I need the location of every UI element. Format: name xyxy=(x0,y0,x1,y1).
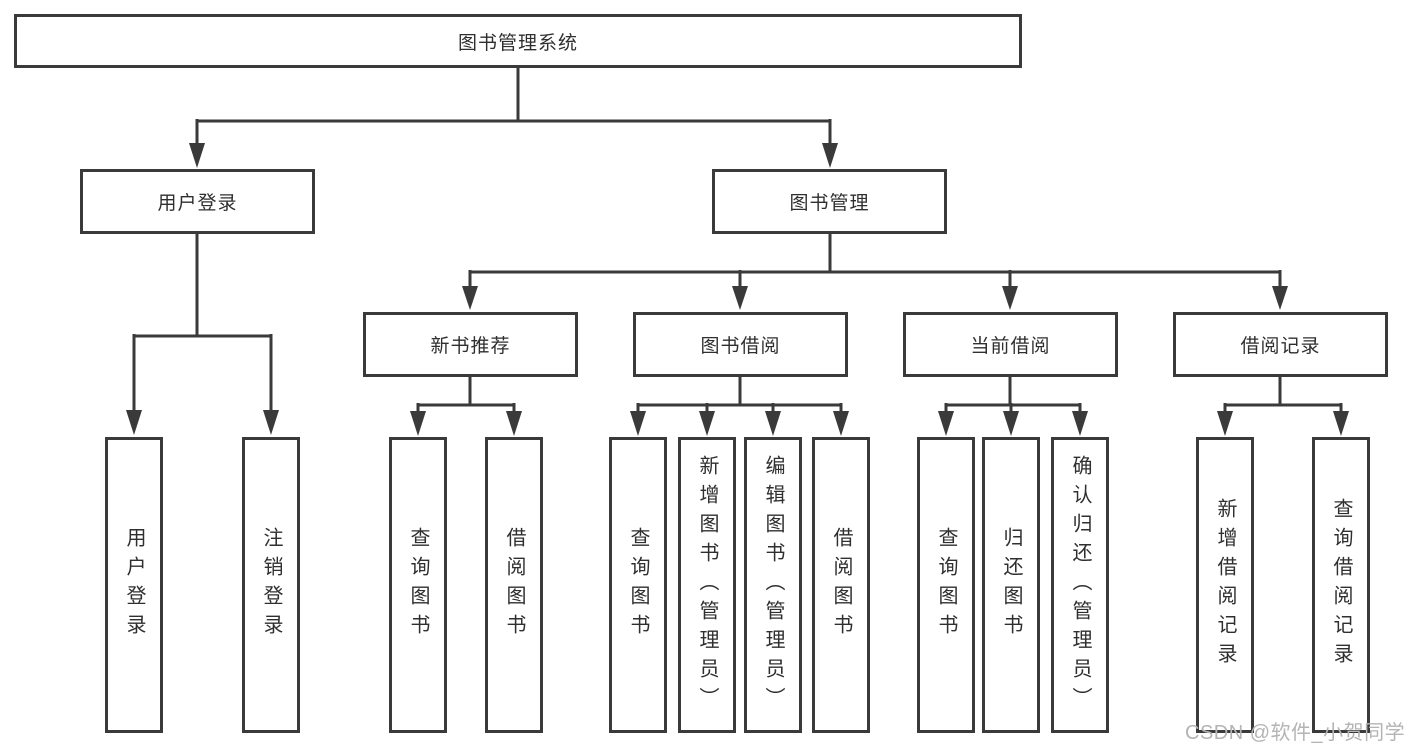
arrowhead-icon xyxy=(506,411,522,436)
arrowhead-icon xyxy=(1333,411,1349,436)
connector-root-to-level2 xyxy=(189,66,838,168)
arrowhead-icon xyxy=(833,411,849,436)
connector-mgmt-to-level3 xyxy=(462,232,1288,310)
node-label: 图书管理系统 xyxy=(457,32,578,54)
leaf-label: 查询图书 xyxy=(935,527,957,643)
leaf-borrow-query-books: 查询图书 xyxy=(609,437,667,733)
arrowhead-icon xyxy=(410,411,426,436)
leaf-label: 查询借阅记录 xyxy=(1330,498,1352,672)
leaf-current-query-books: 查询图书 xyxy=(917,437,975,733)
leaf-edit-books-admin: 编辑图书（管理员） xyxy=(744,437,802,733)
leaf-user-login: 用户登录 xyxy=(105,437,163,733)
node-label: 图书管理 xyxy=(789,193,870,214)
arrowhead-icon xyxy=(822,143,838,168)
arrowhead-icon xyxy=(765,411,781,436)
arrowhead-icon xyxy=(263,410,279,435)
arrowhead-icon xyxy=(1002,286,1018,310)
watermark: CSDN @软件_小贺同学 xyxy=(1185,722,1405,744)
connector-current-leaves xyxy=(938,375,1088,436)
leaf-label: 归还图书 xyxy=(1000,527,1022,643)
node-user-login: 用户登录 xyxy=(80,169,315,234)
leaf-query-borrow-record: 查询借阅记录 xyxy=(1312,437,1370,733)
arrowhead-icon xyxy=(462,286,478,310)
leaf-borrow-books: 借阅图书 xyxy=(812,437,870,733)
leaf-label: 确认归还（管理员） xyxy=(1069,454,1091,716)
node-label: 用户登录 xyxy=(157,193,238,214)
connector-records-leaves xyxy=(1217,375,1349,436)
arrowhead-icon xyxy=(189,143,205,168)
connector-borrow-leaves xyxy=(630,375,849,436)
leaf-return-books: 归还图书 xyxy=(982,437,1040,733)
node-label: 借阅记录 xyxy=(1240,336,1321,357)
arrowhead-icon xyxy=(732,286,748,310)
leaf-label: 新增借阅记录 xyxy=(1214,498,1236,672)
node-new-book-recommend: 新书推荐 xyxy=(363,312,578,377)
leaf-label: 编辑图书（管理员） xyxy=(762,454,784,716)
arrowhead-icon xyxy=(1072,411,1088,436)
leaf-newbook-borrow-books: 借阅图书 xyxy=(485,437,543,733)
node-book-borrowing: 图书借阅 xyxy=(633,312,848,377)
connector-user-login-leaves xyxy=(126,232,279,435)
node-label: 图书借阅 xyxy=(700,336,781,357)
arrowhead-icon xyxy=(630,411,646,436)
leaf-label: 查询图书 xyxy=(407,527,429,643)
arrowhead-icon xyxy=(1217,411,1233,436)
leaf-newbook-query-books: 查询图书 xyxy=(389,437,447,733)
arrowhead-icon xyxy=(938,411,954,436)
node-borrowing-records: 借阅记录 xyxy=(1173,312,1388,377)
leaf-add-books-admin: 新增图书（管理员） xyxy=(678,437,736,733)
leaf-confirm-return-admin: 确认归还（管理员） xyxy=(1051,437,1109,733)
node-label: 新书推荐 xyxy=(430,336,511,357)
connector-newbook-leaves xyxy=(410,375,522,436)
arrowhead-icon xyxy=(1272,286,1288,310)
node-library-management-system: 图书管理系统 xyxy=(14,14,1022,68)
leaf-logout: 注销登录 xyxy=(242,437,300,733)
leaf-label: 查询图书 xyxy=(627,527,649,643)
leaf-label: 新增图书（管理员） xyxy=(696,454,718,716)
arrowhead-icon xyxy=(126,410,142,435)
leaf-label: 注销登录 xyxy=(260,527,282,643)
leaf-label: 用户登录 xyxy=(123,527,145,643)
arrowhead-icon xyxy=(699,411,715,436)
leaf-label: 借阅图书 xyxy=(830,527,852,643)
node-book-management: 图书管理 xyxy=(712,169,947,234)
node-current-borrowing: 当前借阅 xyxy=(903,312,1118,377)
node-label: 当前借阅 xyxy=(970,336,1051,357)
arrowhead-icon xyxy=(1003,411,1019,436)
leaf-add-borrow-record: 新增借阅记录 xyxy=(1196,437,1254,733)
leaf-label: 借阅图书 xyxy=(503,527,525,643)
